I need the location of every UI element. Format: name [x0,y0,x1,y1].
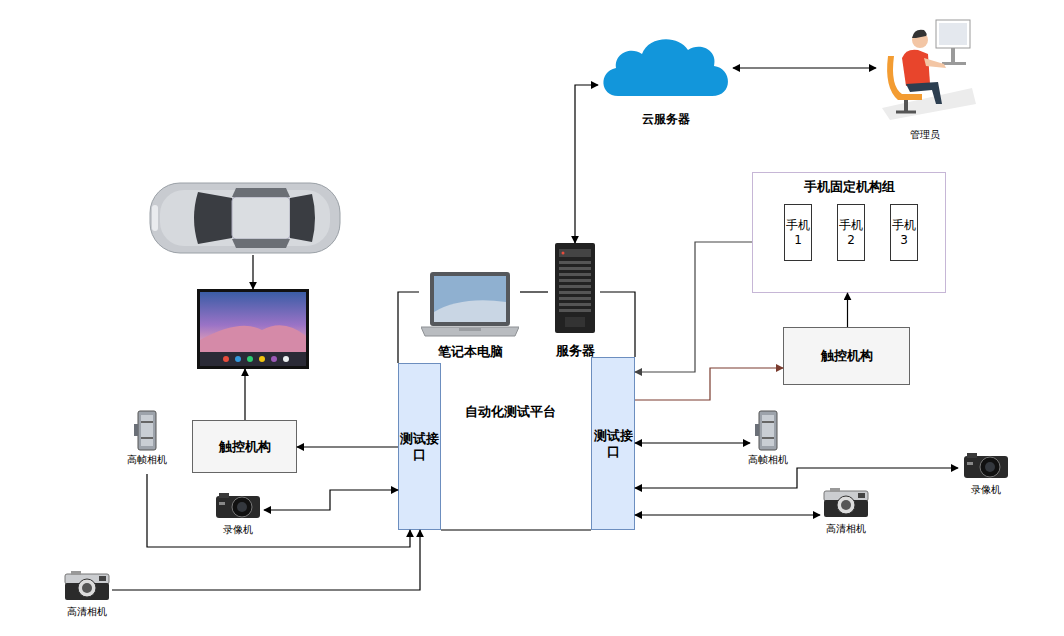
touch-mechanism: 触控机构 [192,420,297,473]
touch-to-screen-arrow [244,369,245,420]
server-icon [549,243,601,335]
phone-slot: 手机 2 [837,204,865,261]
screen-illustration [197,289,309,369]
node-label: 高帧相机 [748,454,788,466]
high-frame-camera: 高帧相机 [125,410,169,474]
node-label: 高清相机 [67,606,107,618]
phone-slot: 手机 3 [890,204,918,261]
node-label: 录像机 [971,484,1001,496]
connector-line [733,67,876,68]
connector-line [600,292,635,357]
cam-icon [962,452,1010,480]
node-label: 触控机构 [821,348,873,364]
test-interface: 测试接口 [398,363,441,530]
node-label: 高帧相机 [127,454,167,466]
hd-icon [822,487,870,519]
connector-line [847,293,848,327]
hd-icon [63,570,111,602]
node-label: 管理员 [910,129,940,141]
connector-line [441,529,591,530]
hf-icon [132,410,162,452]
server: 服务器 [545,243,605,360]
node-label: 手机固定机构组 [804,179,895,195]
node-label: 录像机 [223,524,253,536]
car-illustration [150,183,340,253]
connector-line [147,474,410,547]
hd-camera: 高清相机 [62,570,112,622]
touch-mechanism: 触控机构 [783,327,910,385]
node-label: 测试接口 [592,428,634,459]
high-frame-camera: 高帧相机 [746,410,790,474]
hf-icon [753,410,783,452]
connector-line [520,291,548,292]
node-label: 触控机构 [219,439,271,455]
phone-slot: 手机 1 [784,204,812,261]
node-label: 手机 2 [838,218,864,247]
connector-line [635,468,958,488]
person-icon [872,8,978,123]
laptop: 笔记本电脑 [418,272,522,360]
connector-line [575,85,598,243]
admin-user: 管理员 [872,8,978,148]
test-interface: 测试接口 [591,357,635,530]
node-label: 笔记本电脑 [438,344,503,360]
node-label: 测试接口 [399,431,440,462]
node-label: 手机 3 [891,218,917,247]
node-label: 高清相机 [826,523,866,535]
connector-line [635,514,820,515]
connector-line [264,490,398,510]
cam-icon [214,492,262,520]
car-to-screen-arrow [252,255,253,289]
connector-line [635,242,752,372]
connector-line [112,530,420,590]
node-label: 云服务器 [642,112,690,126]
video-camera: 录像机 [212,492,264,538]
connector-line [635,442,750,443]
connector-line [635,368,783,400]
cloud-icon [596,32,736,100]
connector-line [398,292,419,363]
video-camera: 录像机 [958,452,1014,498]
cloud-server: 云服务器 [596,32,736,127]
node-label: 手机 1 [785,218,811,247]
phone-fixture-group: 手机固定机构组手机 1 手机 2 手机 3 [752,172,946,293]
laptop-icon [421,272,519,338]
node-label: 服务器 [556,343,595,359]
hd-camera: 高清相机 [818,487,874,539]
platform-label: 自动化测试平台 [465,403,556,421]
connector-line [297,446,398,447]
